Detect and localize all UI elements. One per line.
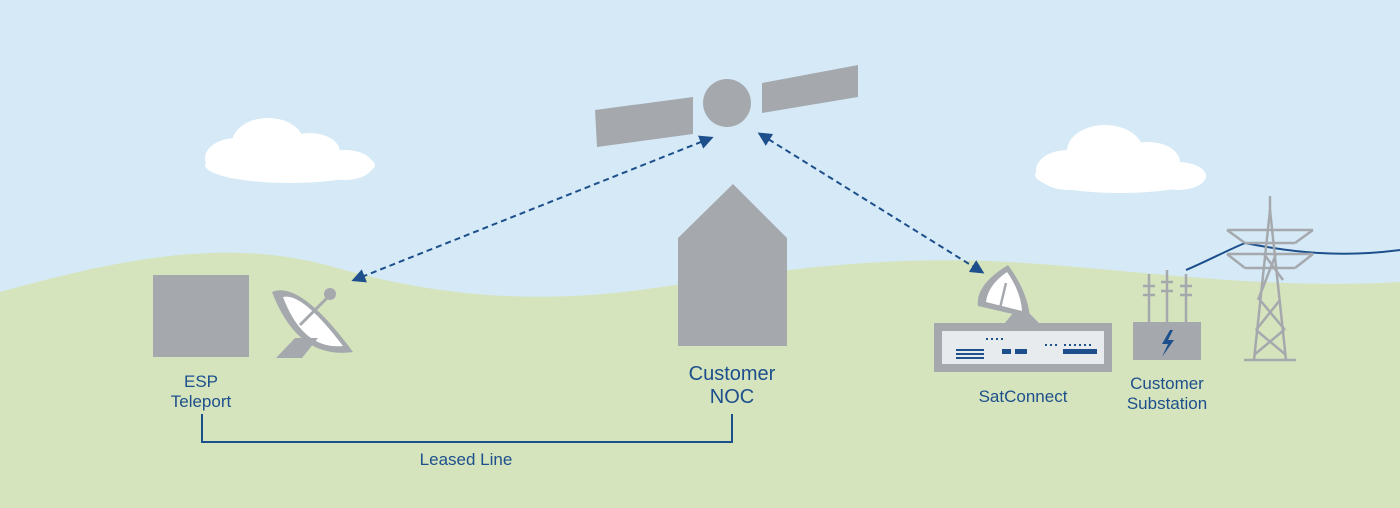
power-tower-icon <box>1226 196 1314 362</box>
satconnect-label: SatConnect <box>958 387 1088 407</box>
esp-teleport-label-line2: Teleport <box>170 391 232 411</box>
leased-line-connector <box>201 414 733 443</box>
customer-substation-label-line1: Customer <box>1130 374 1204 393</box>
satconnect-label-text: SatConnect <box>978 387 1068 406</box>
customer-substation-label: Customer Substation <box>1107 374 1227 413</box>
power-line <box>1185 241 1400 271</box>
link-satellite-teleport <box>351 135 714 283</box>
substation-icon <box>1133 270 1201 360</box>
customer-noc-label: Customer NOC <box>672 363 792 409</box>
link-satellite-satconnect <box>757 132 985 274</box>
ground-hills <box>0 252 1400 508</box>
customer-noc-label-line2: NOC <box>709 386 755 408</box>
esp-teleport-label: ESP Teleport <box>146 372 256 411</box>
noc-building-icon <box>678 184 787 346</box>
customer-noc-label-line1: Customer <box>688 363 776 385</box>
satconnect-device-icon <box>934 323 1112 372</box>
satellite-icon <box>595 65 858 147</box>
customer-substation-label-line2: Substation <box>1126 393 1208 413</box>
satconnect-dish-icon <box>977 265 1040 324</box>
satellite-dish-icon <box>272 288 353 358</box>
leased-line-label: Leased Line <box>396 450 536 470</box>
leased-line-label-text: Leased Line <box>419 450 513 469</box>
lightning-icon <box>1162 330 1174 357</box>
teleport-building-icon <box>153 275 249 357</box>
cloud-right <box>1035 125 1206 193</box>
esp-teleport-label-line1: ESP <box>183 372 219 391</box>
